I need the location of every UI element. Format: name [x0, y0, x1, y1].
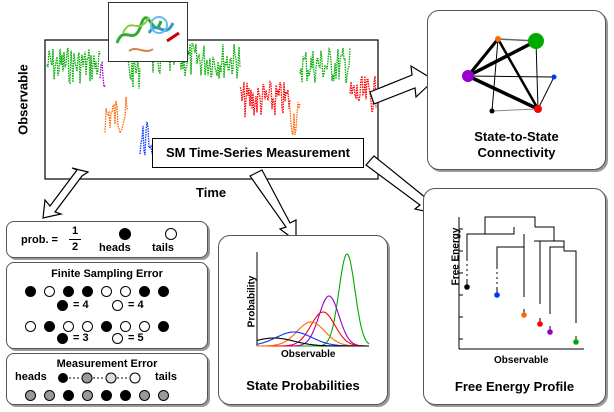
- finite-row2-filled-count: = 3: [73, 332, 89, 344]
- free-energy-ylabel: Free Energy: [450, 227, 462, 286]
- free-energy-leaf-node: [573, 339, 579, 345]
- state-probabilities-plot: [256, 252, 370, 347]
- measurement-scale: [58, 372, 141, 384]
- measurement-heads-label: heads: [15, 371, 47, 383]
- filled-coin-icon: [57, 300, 68, 311]
- empty-coin-icon: [120, 321, 131, 333]
- coin-fraction-denominator: 2: [72, 241, 79, 253]
- empty-coin-icon: [44, 286, 55, 298]
- connectivity-node-green: [528, 33, 544, 49]
- finite-sampling-row1: [25, 283, 177, 301]
- filled-coin-icon: [63, 286, 74, 298]
- heads-coin-icon: [119, 228, 131, 240]
- finite-row2-empty-count: = 5: [128, 332, 144, 344]
- filled-coin-icon: [82, 286, 93, 298]
- timeseries-xlabel: Time: [196, 185, 227, 200]
- connectivity-title-line1: State-to-State: [474, 129, 559, 144]
- state-probabilities-xlabel: Observable: [281, 349, 336, 360]
- filled-coin-icon: [44, 321, 55, 333]
- finite-sampling-row2: [25, 318, 177, 336]
- probability-curve: [257, 311, 369, 347]
- coin-heads-label: heads: [99, 242, 131, 254]
- tails-coin-icon: [165, 228, 177, 240]
- coin-prob-label: prob. =: [21, 234, 58, 246]
- timeseries-trace-segment: [99, 60, 106, 89]
- filled-coin-icon: [120, 390, 131, 402]
- empty-coin-icon: [63, 321, 74, 333]
- empty-coin-icon: [120, 286, 131, 298]
- gray-coin-icon: [44, 390, 55, 402]
- timeseries-trace-segment: [139, 121, 153, 156]
- filled-coin-icon: [101, 321, 112, 333]
- measurement-error-panel: Measurement Error heads tails: [6, 353, 208, 405]
- coin-tails-label: tails: [152, 242, 175, 254]
- free-energy-panel: Free Energy Observable Free Energy Profi…: [423, 188, 606, 405]
- protein-ribbon-icon: [115, 16, 180, 52]
- measurement-tails-label: tails: [155, 371, 178, 383]
- timeseries-trace-segment: [239, 80, 291, 118]
- coin-panel: prob. = 1 2 heads tails: [6, 221, 208, 258]
- timeseries-plot: [44, 39, 379, 180]
- timeseries-caption: SM Time-Series Measurement: [166, 145, 350, 160]
- free-energy-leaf-node: [537, 321, 543, 327]
- finite-sampling-title: Finite Sampling Error: [51, 268, 163, 280]
- connectivity-node-black: [489, 108, 495, 114]
- filled-coin-icon: [158, 286, 169, 298]
- free-energy-leaf-node: [547, 329, 553, 335]
- empty-coin-icon: [139, 321, 150, 333]
- free-energy-leaf-node: [464, 284, 470, 290]
- gray-coin-icon: [139, 390, 150, 402]
- state-probabilities-title: State Probabilities: [246, 378, 360, 393]
- free-energy-dendrogram: [458, 216, 584, 350]
- finite-row1-filled-count: = 4: [73, 299, 89, 311]
- connectivity-node-blue: [551, 74, 557, 80]
- free-energy-title: Free Energy Profile: [454, 379, 575, 394]
- free-energy-xlabel: Observable: [494, 355, 549, 366]
- empty-coin-icon: [101, 286, 112, 298]
- connectivity-node-purple: [462, 70, 474, 82]
- filled-coin-icon: [158, 321, 169, 333]
- probability-curve: [256, 337, 369, 347]
- timeseries-trace-segment: [349, 75, 377, 113]
- measurement-error-title: Measurement Error: [56, 358, 158, 370]
- coin-fraction-bar: [69, 239, 81, 240]
- empty-coin-icon: [112, 300, 123, 311]
- timeseries-caption-box: SM Time-Series Measurement: [152, 138, 364, 168]
- empty-coin-icon: [82, 321, 93, 333]
- gray-coin-icon: [25, 390, 36, 402]
- empty-coin-icon: [25, 321, 36, 333]
- connectivity-title-line2: Connectivity: [477, 145, 556, 160]
- connectivity-panel: State-to-State Connectivity: [427, 10, 606, 170]
- filled-coin-icon: [139, 286, 150, 298]
- timeseries-ylabel: Observable: [15, 64, 31, 135]
- timeseries-trace-segment: [46, 47, 101, 85]
- timeseries-trace-segment: [104, 96, 129, 135]
- timeseries-trace-segment: [289, 102, 301, 136]
- timeseries-trace-segment: [299, 46, 351, 84]
- filled-coin-icon: [57, 333, 68, 344]
- protein-structure-image: [108, 2, 188, 62]
- empty-coin-icon: [112, 333, 123, 344]
- timeseries-panel: Observable Time SM Time-Series Measureme…: [0, 0, 400, 200]
- measurement-row: [25, 387, 177, 405]
- filled-coin-icon: [25, 286, 36, 298]
- filled-coin-icon: [63, 390, 74, 402]
- connectivity-node-red: [534, 105, 542, 113]
- connectivity-node-orange: [495, 36, 501, 42]
- timeseries-axes-frame: [44, 39, 379, 180]
- gray-coin-icon: [82, 390, 93, 402]
- coin-fraction-numerator: 1: [72, 225, 79, 237]
- free-energy-leaf-node: [521, 312, 527, 318]
- state-probabilities-panel: Probability Observable State Probabiliti…: [218, 235, 388, 405]
- finite-sampling-panel: Finite Sampling Error = 4 = 4 = 3 = 5: [6, 262, 208, 349]
- connectivity-network: [462, 33, 557, 114]
- free-energy-leaf-node: [494, 292, 500, 298]
- filled-coin-icon: [101, 390, 112, 402]
- state-probabilities-ylabel: Probability: [246, 275, 258, 328]
- gray-coin-icon: [158, 390, 169, 402]
- finite-row1-empty-count: = 4: [128, 299, 144, 311]
